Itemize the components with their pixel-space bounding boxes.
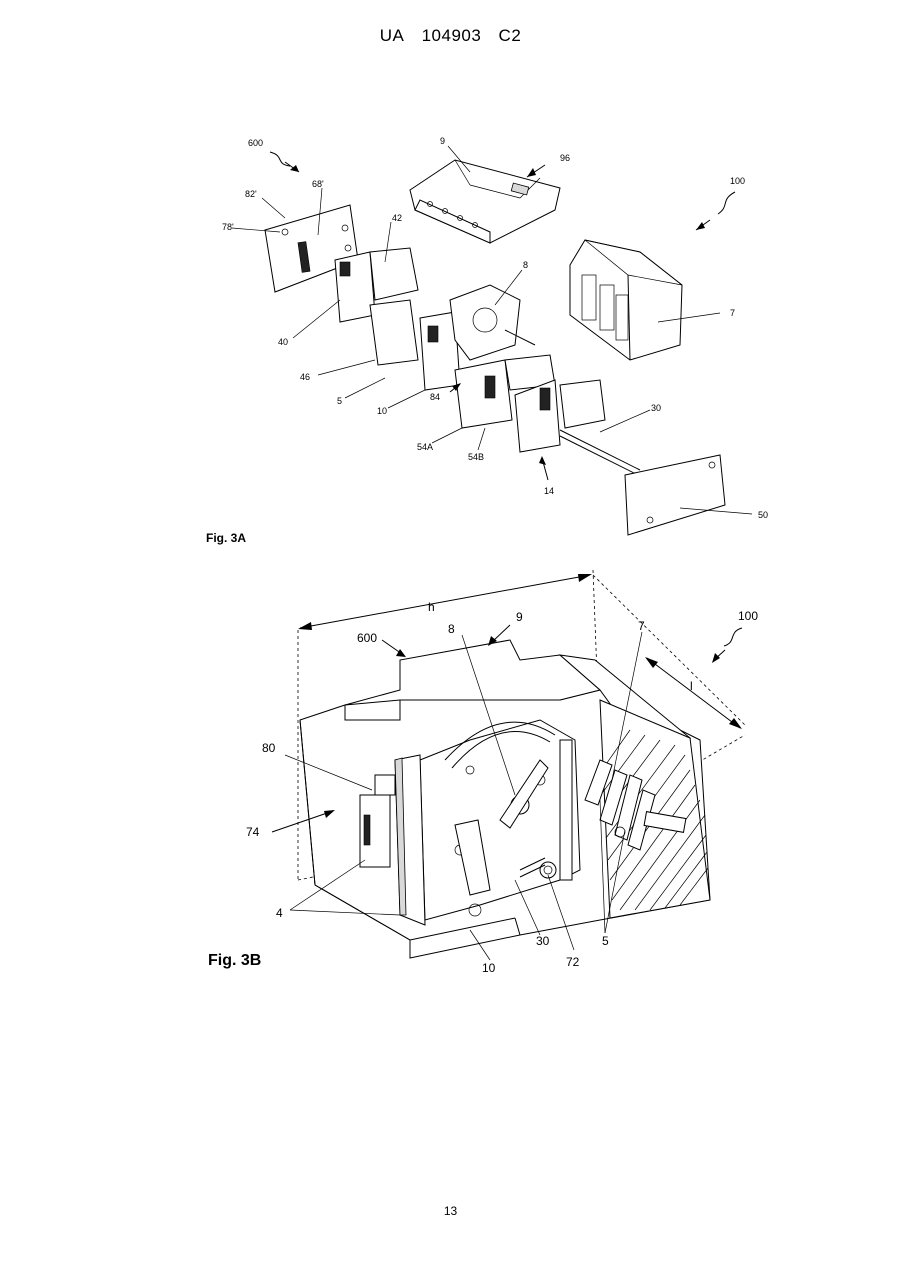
ref-80: 80: [262, 741, 276, 755]
ref-30-b: 30: [536, 934, 550, 948]
page-number: 13: [0, 1204, 901, 1218]
ref-74: 74: [246, 825, 260, 839]
ref-100-b: 100: [738, 609, 758, 623]
ref-4: 4: [276, 906, 283, 920]
ref-10-b: 10: [482, 961, 496, 975]
ref-600-b: 600: [357, 631, 377, 645]
ref-5-b: 5: [602, 934, 609, 948]
dim-l-label: l: [690, 679, 693, 693]
ref-7-b: 7: [638, 619, 645, 633]
figure-3b-drawing: h 600 8 9 7 100 l 80 74 4 10 30 72 5: [0, 0, 901, 1000]
ref-9-b: 9: [516, 610, 523, 624]
ref-8-b: 8: [448, 622, 455, 636]
dim-h-label: h: [428, 600, 435, 614]
ref-72: 72: [566, 955, 580, 969]
dimension-h: [298, 574, 592, 630]
figure-3b-label: Fig. 3B: [208, 952, 261, 970]
